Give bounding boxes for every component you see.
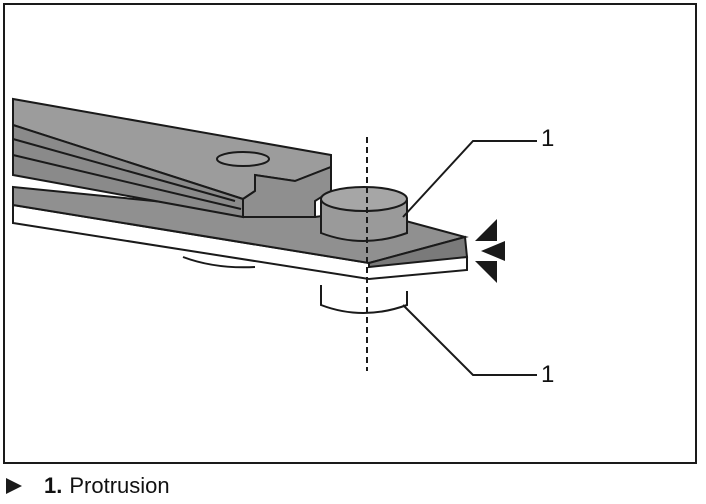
figure-frame: 1 1	[3, 3, 697, 464]
rail-groove-line-2	[12, 154, 242, 210]
rail-groove-line	[12, 138, 236, 202]
callout-label-lower: 1	[541, 361, 555, 388]
upper-callout-leader	[402, 140, 537, 218]
rail-right-block	[242, 165, 332, 218]
lower-protrusion	[320, 285, 408, 314]
under-shadow	[182, 256, 256, 269]
grey-plate-edge	[368, 235, 469, 269]
figure-caption: 1. Protrusion	[6, 472, 170, 500]
lower-callout-leader	[402, 304, 537, 376]
caption-bullet-icon	[6, 478, 22, 494]
rail-hole	[216, 151, 270, 167]
caption-number: 1.	[44, 473, 63, 498]
upper-protrusion-top	[320, 186, 408, 212]
arrow-marker-icon	[475, 219, 505, 283]
caption-text: Protrusion	[69, 473, 170, 498]
callout-label-upper: 1	[541, 125, 555, 152]
rail-illustration	[12, 97, 537, 376]
